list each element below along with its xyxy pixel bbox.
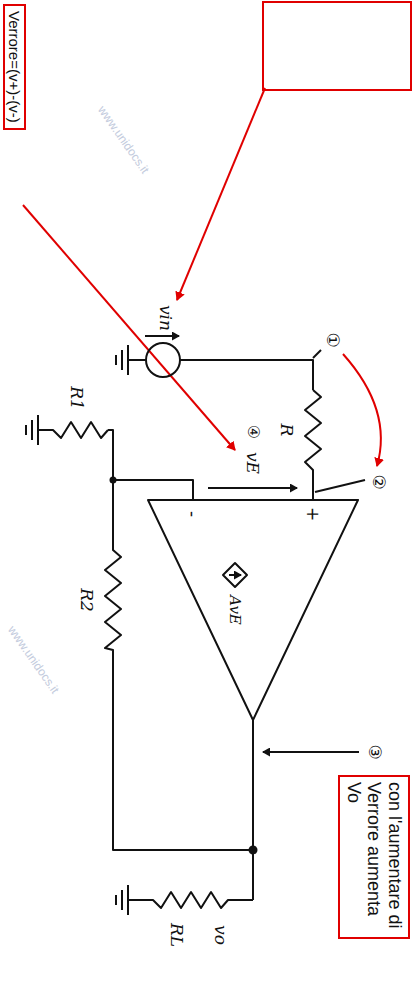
circuit-wires [223,563,247,587]
circuit-wires [105,480,253,850]
callout-arrows [23,205,235,450]
source-label: AvE [227,594,244,626]
note-box: Verrore=(v+)-(v-) [3,4,26,130]
junction-dots [110,477,258,855]
circuit-wires [108,430,113,480]
circuit-wires [180,360,313,390]
pin-sign: + [304,506,323,522]
circuit-wires [146,343,180,377]
note-text: Verrore=(v+)-(v-) [6,11,23,123]
callout-arrows [343,354,381,466]
circuit-wires [128,892,253,908]
circuit-wires [127,885,129,915]
circuit-wires [121,350,123,370]
watermark: www.unidocs.it [94,103,151,177]
circuit-wires [208,487,297,489]
circuit-wires [128,359,146,361]
callout-arrows [23,88,381,466]
signal-name: vin [157,304,176,332]
circuit-wires [252,720,254,900]
watermark: www.unidocs.it [4,623,61,697]
note-text: con l'aumentare di Verrore aumenta Vo [343,782,405,932]
circuit-wires [148,500,358,720]
resistor-label: RL [168,922,187,948]
resistor-label: R1 [68,385,87,411]
circuit-wires [121,890,123,910]
resistor-label: R2 [78,587,97,613]
callout-box [263,2,411,90]
circuit-wires [145,335,179,337]
circuit-wires [115,895,117,905]
circuit-wires [38,422,108,438]
circuit-wires [25,425,27,435]
callout-arrows [177,88,265,300]
callout-box [263,2,411,90]
circuit-wires [263,751,359,753]
circuit-wires [31,420,33,440]
pin-sign: - [184,510,203,518]
signal-name: vo [212,924,231,946]
circuit-wires [315,480,365,492]
circuit-wires [37,415,39,445]
note-box: con l'aumentare di Verrore aumenta Vo [338,775,410,939]
circuit-wires [115,355,117,365]
circuit-wires [313,350,321,358]
signal-name: vE [244,451,263,475]
circuit-wires [127,345,129,375]
circuit-wires [26,336,365,915]
junction-dots [249,846,258,855]
resistor-label: R [278,423,297,438]
callout-number: ③ [366,743,385,760]
callout-number: ① [324,331,343,348]
callout-number: ② [370,473,389,490]
callout-number: ④ [244,424,262,440]
circuit-wires [229,574,241,576]
circuit-wires [305,390,321,500]
junction-dots [110,477,117,484]
circuit-wires [113,480,193,500]
